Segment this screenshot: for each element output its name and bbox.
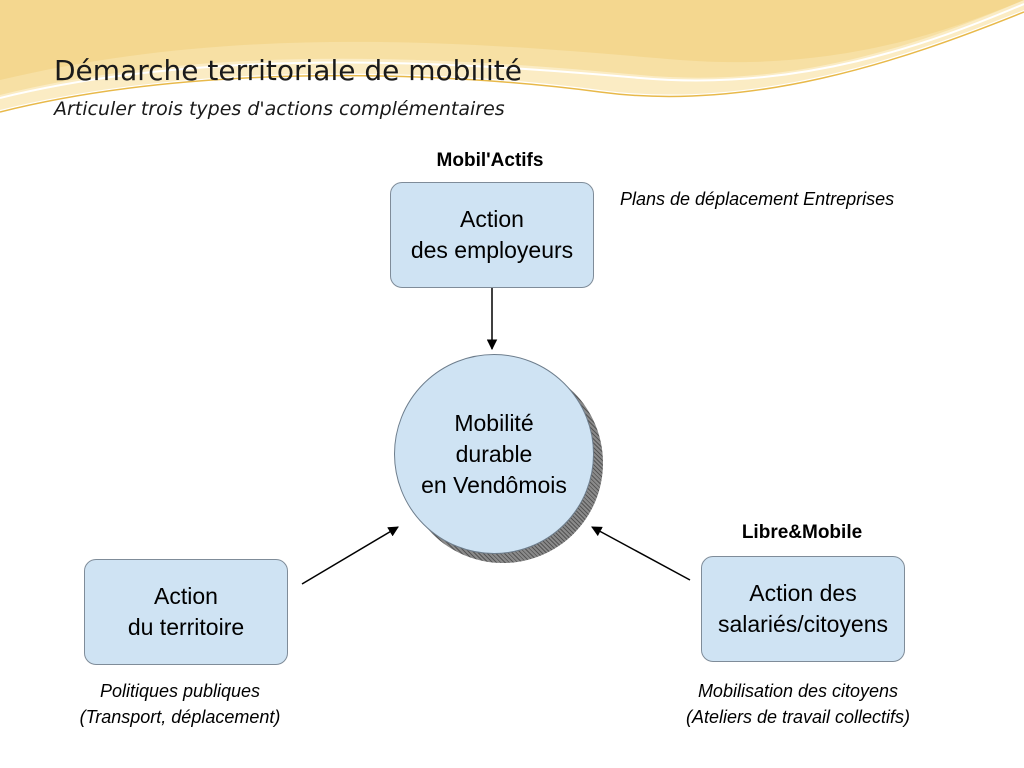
- node-action-territoire: Action du territoire: [84, 559, 288, 665]
- faded-date-left: Janvier 2008: [560, 101, 658, 120]
- page-subtitle: Articuler trois types d'actions compléme…: [54, 98, 505, 120]
- arrow-right-to-center: [591, 526, 691, 581]
- node-line: des employeurs: [410, 237, 574, 263]
- node-line: durable: [455, 440, 533, 467]
- node-line: Action des: [749, 580, 857, 606]
- node-mobilite-durable: Mobilité durable en Vendômois: [394, 354, 594, 554]
- node-line: Action: [460, 206, 524, 232]
- node-line: en Vendômois: [421, 471, 567, 498]
- node-action-salaries-citoyens: Action des salariés/citoyens: [701, 556, 905, 662]
- note-line: Politiques publiques: [99, 681, 261, 701]
- header-decoration: [0, 0, 1024, 113]
- node-line: Action: [154, 583, 218, 609]
- note-line: (Transport, déplacement): [79, 707, 281, 727]
- program-label-mobil-actifs: Mobil'Actifs: [436, 150, 544, 171]
- note-line: (Ateliers de travail collectifs): [685, 707, 911, 727]
- note-plans-deplacement: Plans de déplacement Entreprises: [620, 189, 895, 209]
- node-line: Mobilité: [454, 409, 534, 436]
- node-action-employeurs: Action des employeurs: [390, 182, 594, 288]
- arrow-left-to-center: [301, 526, 399, 585]
- faded-date-right: Janvier 2007: [775, 101, 873, 120]
- note-politiques-publiques: Politiques publiques (Transport, déplace…: [40, 678, 320, 730]
- page-title: Démarche territoriale de mobilité: [54, 54, 522, 87]
- node-line: du territoire: [127, 614, 245, 640]
- node-line: salariés/citoyens: [717, 611, 889, 637]
- note-mobilisation-citoyens: Mobilisation des citoyens (Ateliers de t…: [648, 678, 948, 730]
- program-label-libre-mobile: Libre&Mobile: [741, 522, 863, 543]
- note-line: Mobilisation des citoyens: [697, 681, 899, 701]
